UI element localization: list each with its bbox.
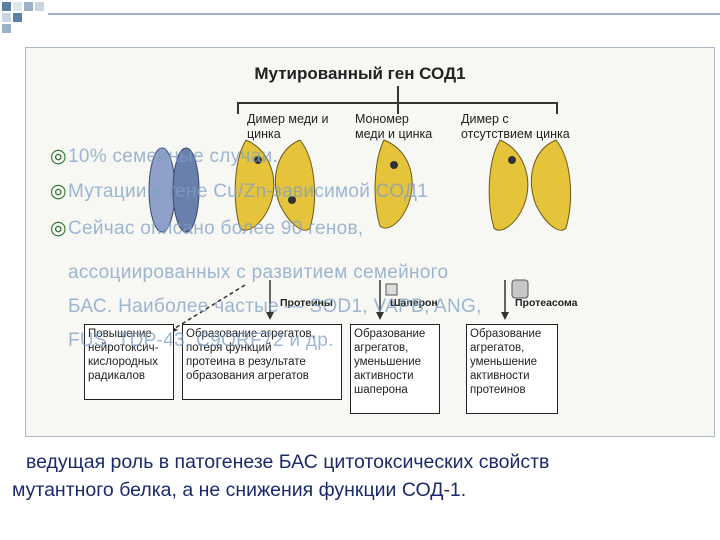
bullet-text: Мутации в гене Cu/Zn-зависимой СОД1 bbox=[68, 181, 428, 203]
bullet-text: 10% семейные случаи. bbox=[68, 146, 278, 168]
conclusion-text: ведущая роль в патогенезе БАС цитотоксич… bbox=[12, 448, 712, 504]
zinc-deficient-dimer-icon bbox=[489, 140, 570, 230]
conclusion-line-2: мутантного белка, а не снижения функции … bbox=[12, 476, 712, 504]
target-bullet-icon: ◎ bbox=[50, 218, 67, 240]
target-bullet-icon: ◎ bbox=[50, 181, 67, 203]
bullet-continuation-text: FUS, TDP-43, C9ORF72 и др. bbox=[68, 330, 334, 352]
target-bullet-icon: ◎ bbox=[50, 146, 67, 168]
chaperone-icon bbox=[386, 284, 397, 295]
conclusion-line-1: ведущая роль в патогенезе БАС цитотоксич… bbox=[12, 448, 712, 476]
bullet-text: Сейчас описано более 90 генов, bbox=[68, 218, 363, 240]
role-label-proteasome: Протеасома bbox=[515, 297, 578, 309]
proteasome-icon bbox=[512, 280, 528, 298]
bullet-continuation-text: БАС. Наиболее частые — SOD1, VAPB, ANG, bbox=[68, 296, 482, 318]
bullet-continuation-text: ассоциированных с развитием семейного bbox=[68, 262, 448, 284]
